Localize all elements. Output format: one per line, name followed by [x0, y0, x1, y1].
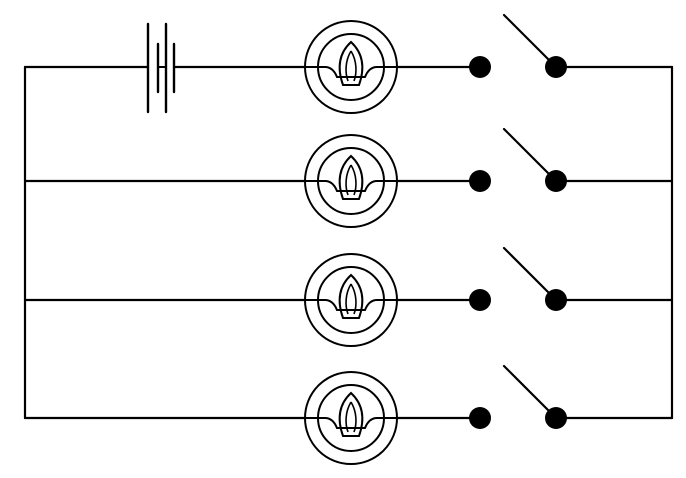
- switch-4-symbol: [469, 364, 567, 429]
- lamp-2-filament-wire: [305, 180, 397, 192]
- lamp-3-filament-wire: [305, 299, 397, 311]
- switch-3-lever: [502, 246, 554, 298]
- switch-1-symbol: [469, 13, 567, 78]
- switch-4-left-contact: [469, 407, 491, 429]
- switch-1-left-contact: [469, 56, 491, 78]
- switch-2-lever: [502, 127, 554, 179]
- lamp-2-symbol: [304, 134, 398, 228]
- lamp-3-filament: [338, 273, 364, 319]
- lamp-2-filament-inner: [345, 164, 357, 196]
- lamp-1-filament-inner: [345, 50, 357, 82]
- lamp-4-filament-inner: [345, 401, 357, 433]
- lamps: [304, 20, 398, 465]
- switch-3-left-contact: [469, 289, 491, 311]
- switch-2-left-contact: [469, 170, 491, 192]
- switches: [469, 13, 567, 429]
- lamp-1-filament-wire: [305, 66, 397, 78]
- lamp-4-symbol: [304, 371, 398, 465]
- lamp-1-filament: [338, 40, 364, 86]
- battery-symbol: [146, 22, 176, 114]
- lamp-1-symbol: [304, 20, 398, 114]
- lamp-3-symbol: [304, 253, 398, 347]
- circuit-wires: [23, 65, 674, 420]
- switch-3-symbol: [469, 246, 567, 311]
- switch-1-lever: [502, 13, 554, 65]
- lamp-3-filament-inner: [345, 283, 357, 315]
- switch-2-symbol: [469, 127, 567, 192]
- switch-4-lever: [502, 364, 554, 416]
- lamp-4-filament-wire: [305, 417, 397, 429]
- lamp-2-filament: [338, 154, 364, 200]
- lamp-4-filament: [338, 391, 364, 437]
